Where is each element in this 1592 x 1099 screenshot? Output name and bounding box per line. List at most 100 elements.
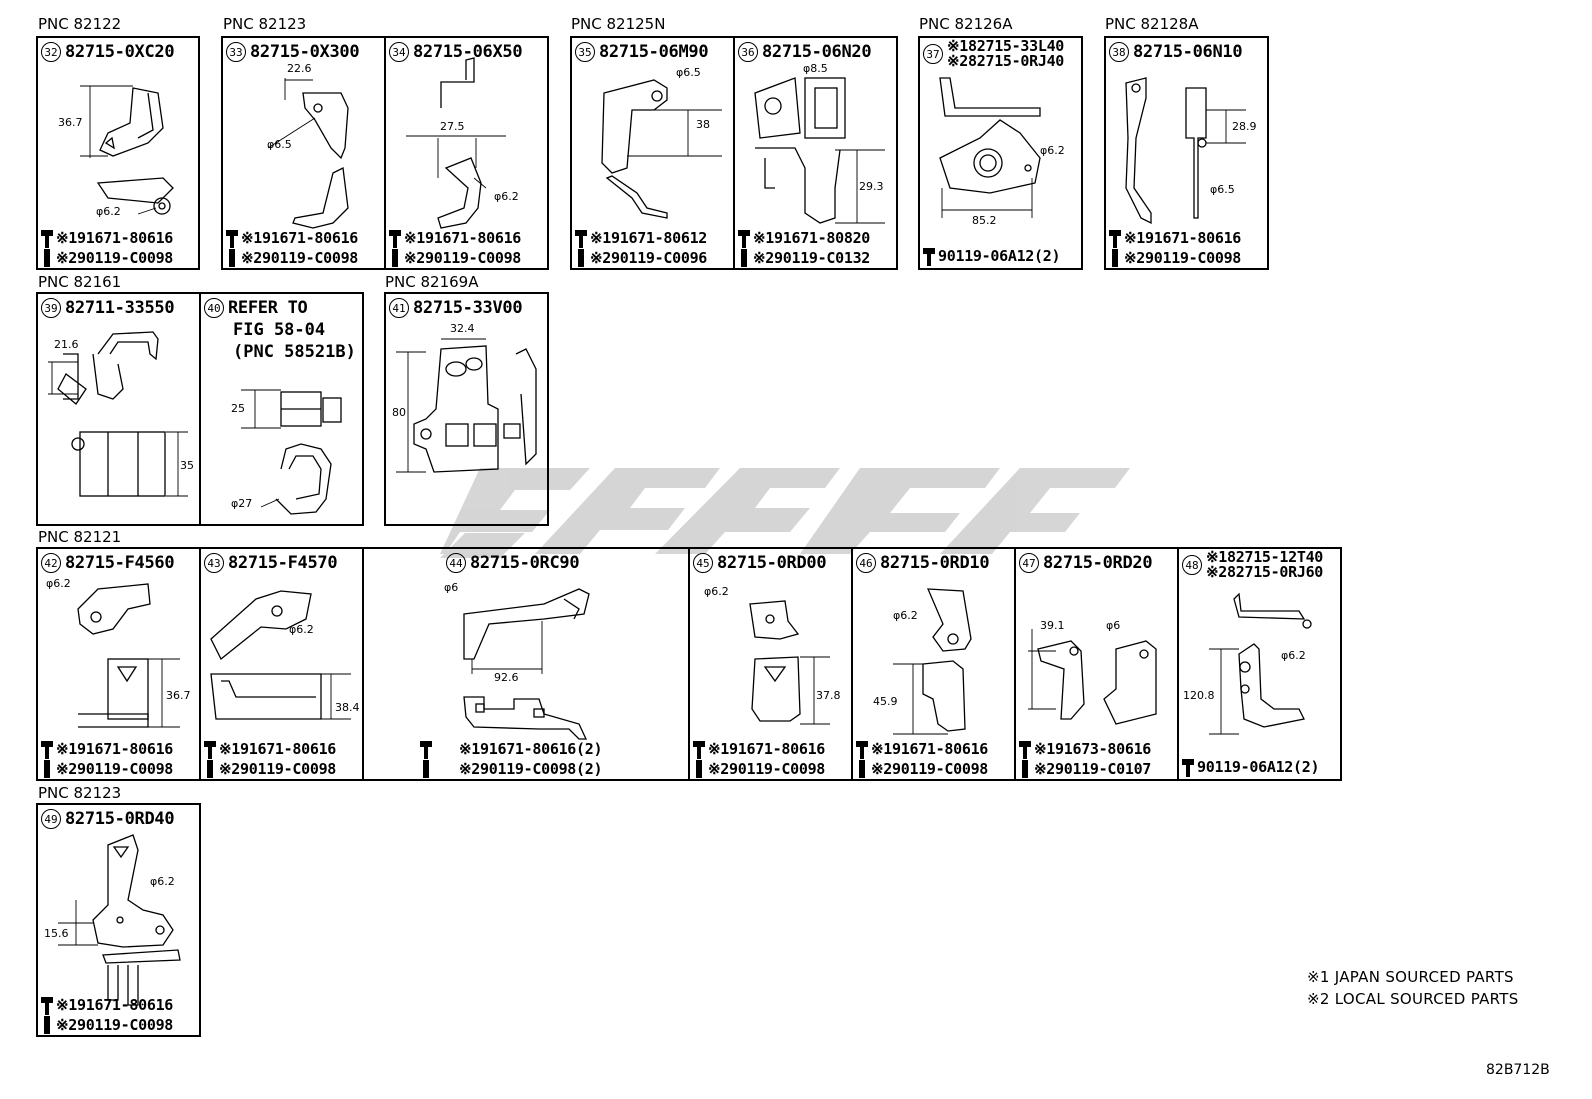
part-header: 32 82715-0XC20 <box>41 42 175 62</box>
part-number: 82715-06X50 <box>413 42 523 62</box>
bolt-line-2: ※290119-C0098 <box>203 759 336 779</box>
part-header: 34 82715-06X50 <box>389 42 523 62</box>
dimension-label: φ6.2 <box>494 190 519 203</box>
callout-number: 45 <box>693 553 713 573</box>
callout-number: 49 <box>41 809 61 829</box>
part-box-47[interactable]: 47 82715-0RD20 39.1 φ6 ※191673-80616 ※29… <box>1014 547 1179 781</box>
bolt-icon <box>419 739 433 759</box>
screw-icon <box>419 759 433 779</box>
bolt-part-number: ※290119-C0096 <box>590 249 708 267</box>
bolt-line-2: ※290119-C0098 <box>40 248 173 268</box>
bracket-drawing <box>893 588 972 735</box>
part-box-38[interactable]: 38 82715-06N10 28.9 φ6.5 ※191671-80616 ※… <box>1104 36 1269 270</box>
bolt-line-1: ※191671-80820 <box>737 228 870 248</box>
callout-number: 48 <box>1182 555 1202 575</box>
bracket-drawing <box>80 85 174 215</box>
bracket-drawing <box>210 590 351 720</box>
part-number: 82715-0XC20 <box>65 42 175 62</box>
callout-number: 40 <box>204 298 224 318</box>
part-header: 41 82715-33V00 <box>389 298 523 318</box>
bolt-icon <box>1018 739 1032 759</box>
part-number: 82715-F4570 <box>228 553 338 573</box>
bolt-part-number: ※191671-80612 <box>590 229 708 247</box>
bolt-line-1: ※191671-80616 <box>1108 228 1241 248</box>
bolt-icon <box>225 228 239 248</box>
part-box-44[interactable]: 44 82715-0RC90 φ6 92.6 ※191671-80616(2) … <box>362 547 690 781</box>
part-number: 82711-33550 <box>65 298 175 318</box>
screw-icon <box>1018 759 1032 779</box>
part-box-40[interactable]: 40 REFER TO FIG 58-04 (PNC 58521B) 25 φ2… <box>199 292 364 526</box>
part-header: 43 82715-F4570 <box>204 553 338 573</box>
bolt-part-number: ※290119-C0098 <box>56 249 174 267</box>
dimension-label: 35 <box>180 459 194 472</box>
pnc-label: PNC 82125N <box>571 15 666 33</box>
bolt-line-2: ※290119-C0107 <box>1018 759 1151 779</box>
bolt-line-1: ※191671-80616 <box>388 228 521 248</box>
bracket-drawing <box>754 77 885 224</box>
bolt-line-1: ※191671-80616 <box>40 228 173 248</box>
note-japan-sourced: ※1 JAPAN SOURCED PARTS <box>1307 968 1514 986</box>
note-local-sourced: ※2 LOCAL SOURCED PARTS <box>1307 990 1519 1008</box>
screw-icon <box>1108 248 1122 268</box>
part-box-45[interactable]: 45 82715-0RD00 φ6.2 37.8 ※191671-80616 ※… <box>688 547 853 781</box>
bracket-drawing <box>463 588 590 740</box>
part-box-39[interactable]: 39 82711-33550 21.6 35 <box>36 292 201 526</box>
part-header: 33 82715-0X300 <box>226 42 360 62</box>
callout-number: 32 <box>41 42 61 62</box>
part-box-37[interactable]: 37 ※182715-33L40 ※282715-0RJ40 φ6.2 85.2… <box>918 36 1083 270</box>
bolt-line-1: ※191671-80616 <box>855 739 988 759</box>
bolt-line-1: 90119-06A12(2) <box>922 246 1061 266</box>
bracket-drawing <box>406 57 506 229</box>
pnc-label: PNC 82161 <box>38 273 122 291</box>
screw-icon <box>203 759 217 779</box>
part-box-43[interactable]: 43 82715-F4570 φ6.2 38.4 ※191671-80616 ※… <box>199 547 364 781</box>
dimension-label: φ6.2 <box>1040 144 1065 157</box>
callout-number: 38 <box>1109 42 1129 62</box>
bolt-line-2: ※290119-C0098 <box>225 248 358 268</box>
bolt-part-number: ※191671-80616 <box>404 229 522 247</box>
part-number: 82715-0X300 <box>250 42 360 62</box>
pnc-label: PNC 82121 <box>38 528 122 546</box>
bolt-part-number: ※290119-C0098 <box>871 760 989 778</box>
callout-number: 39 <box>41 298 61 318</box>
bolt-icon <box>203 739 217 759</box>
dimension-label: φ8.5 <box>803 62 828 75</box>
part-number: 82715-06N20 <box>762 42 872 62</box>
part-box-41[interactable]: 41 82715-33V00 32.4 80 <box>384 292 549 526</box>
bolt-icon <box>855 739 869 759</box>
dimension-label: 29.3 <box>859 180 884 193</box>
bolt-line-1: ※191671-80612 <box>574 228 707 248</box>
part-box-48[interactable]: 48 ※182715-12T40 ※282715-0RJ60 φ6.2 120.… <box>1177 547 1342 781</box>
dimension-label: 28.9 <box>1232 120 1257 133</box>
part-box-42[interactable]: 42 82715-F4560 φ6.2 36.7 ※191671-80616 ※… <box>36 547 201 781</box>
bolt-line-1: ※191671-80616 <box>203 739 336 759</box>
part-box-33[interactable]: 33 82715-0X300 22.6 φ6.5 ※191671-80616 ※… <box>221 36 386 270</box>
dimension-label: 22.6 <box>287 62 312 75</box>
bolt-icon <box>692 739 706 759</box>
callout-number: 36 <box>738 42 758 62</box>
bolt-part-number: ※290119-C0098 <box>404 249 522 267</box>
part-box-34[interactable]: 34 82715-06X50 27.5 φ6.2 ※191671-80616 ※… <box>384 36 549 270</box>
pnc-label: PNC 82123 <box>38 784 122 802</box>
part-box-49[interactable]: 49 82715-0RD40 φ6.2 15.6 ※191671-80616 ※… <box>36 803 201 1037</box>
part-header: 35 82715-06M90 <box>575 42 709 62</box>
dimension-label: 37.8 <box>816 689 841 702</box>
part-box-46[interactable]: 46 82715-0RD10 φ6.2 45.9 ※191671-80616 ※… <box>851 547 1016 781</box>
part-box-35[interactable]: 35 82715-06M90 φ6.5 38 ※191671-80612 ※29… <box>570 36 735 270</box>
part-box-36[interactable]: 36 82715-06N20 φ8.5 29.3 ※191671-80820 ※… <box>733 36 898 270</box>
dimension-label: 80 <box>392 406 406 419</box>
pnc-label: PNC 82122 <box>38 15 122 33</box>
part-box-32[interactable]: 32 82715-0XC20 36.7 φ6.2 ※191671-80616 ※… <box>36 36 200 270</box>
dimension-label: φ6 <box>1106 619 1121 632</box>
bolt-line-2: ※290119-C0098(2) <box>419 759 603 779</box>
screw-icon <box>225 248 239 268</box>
part-header: 48 ※182715-12T40 ※282715-0RJ60 <box>1182 550 1323 580</box>
dimension-label: φ6.2 <box>96 205 121 218</box>
callout-number: 35 <box>575 42 595 62</box>
part-number: 82715-0RD00 <box>717 553 827 573</box>
callout-number: 33 <box>226 42 246 62</box>
bolt-icon <box>922 246 936 266</box>
part-number: 82715-0RC90 <box>470 553 580 573</box>
part-number: 82715-33V00 <box>413 298 523 318</box>
screw-icon <box>692 759 706 779</box>
